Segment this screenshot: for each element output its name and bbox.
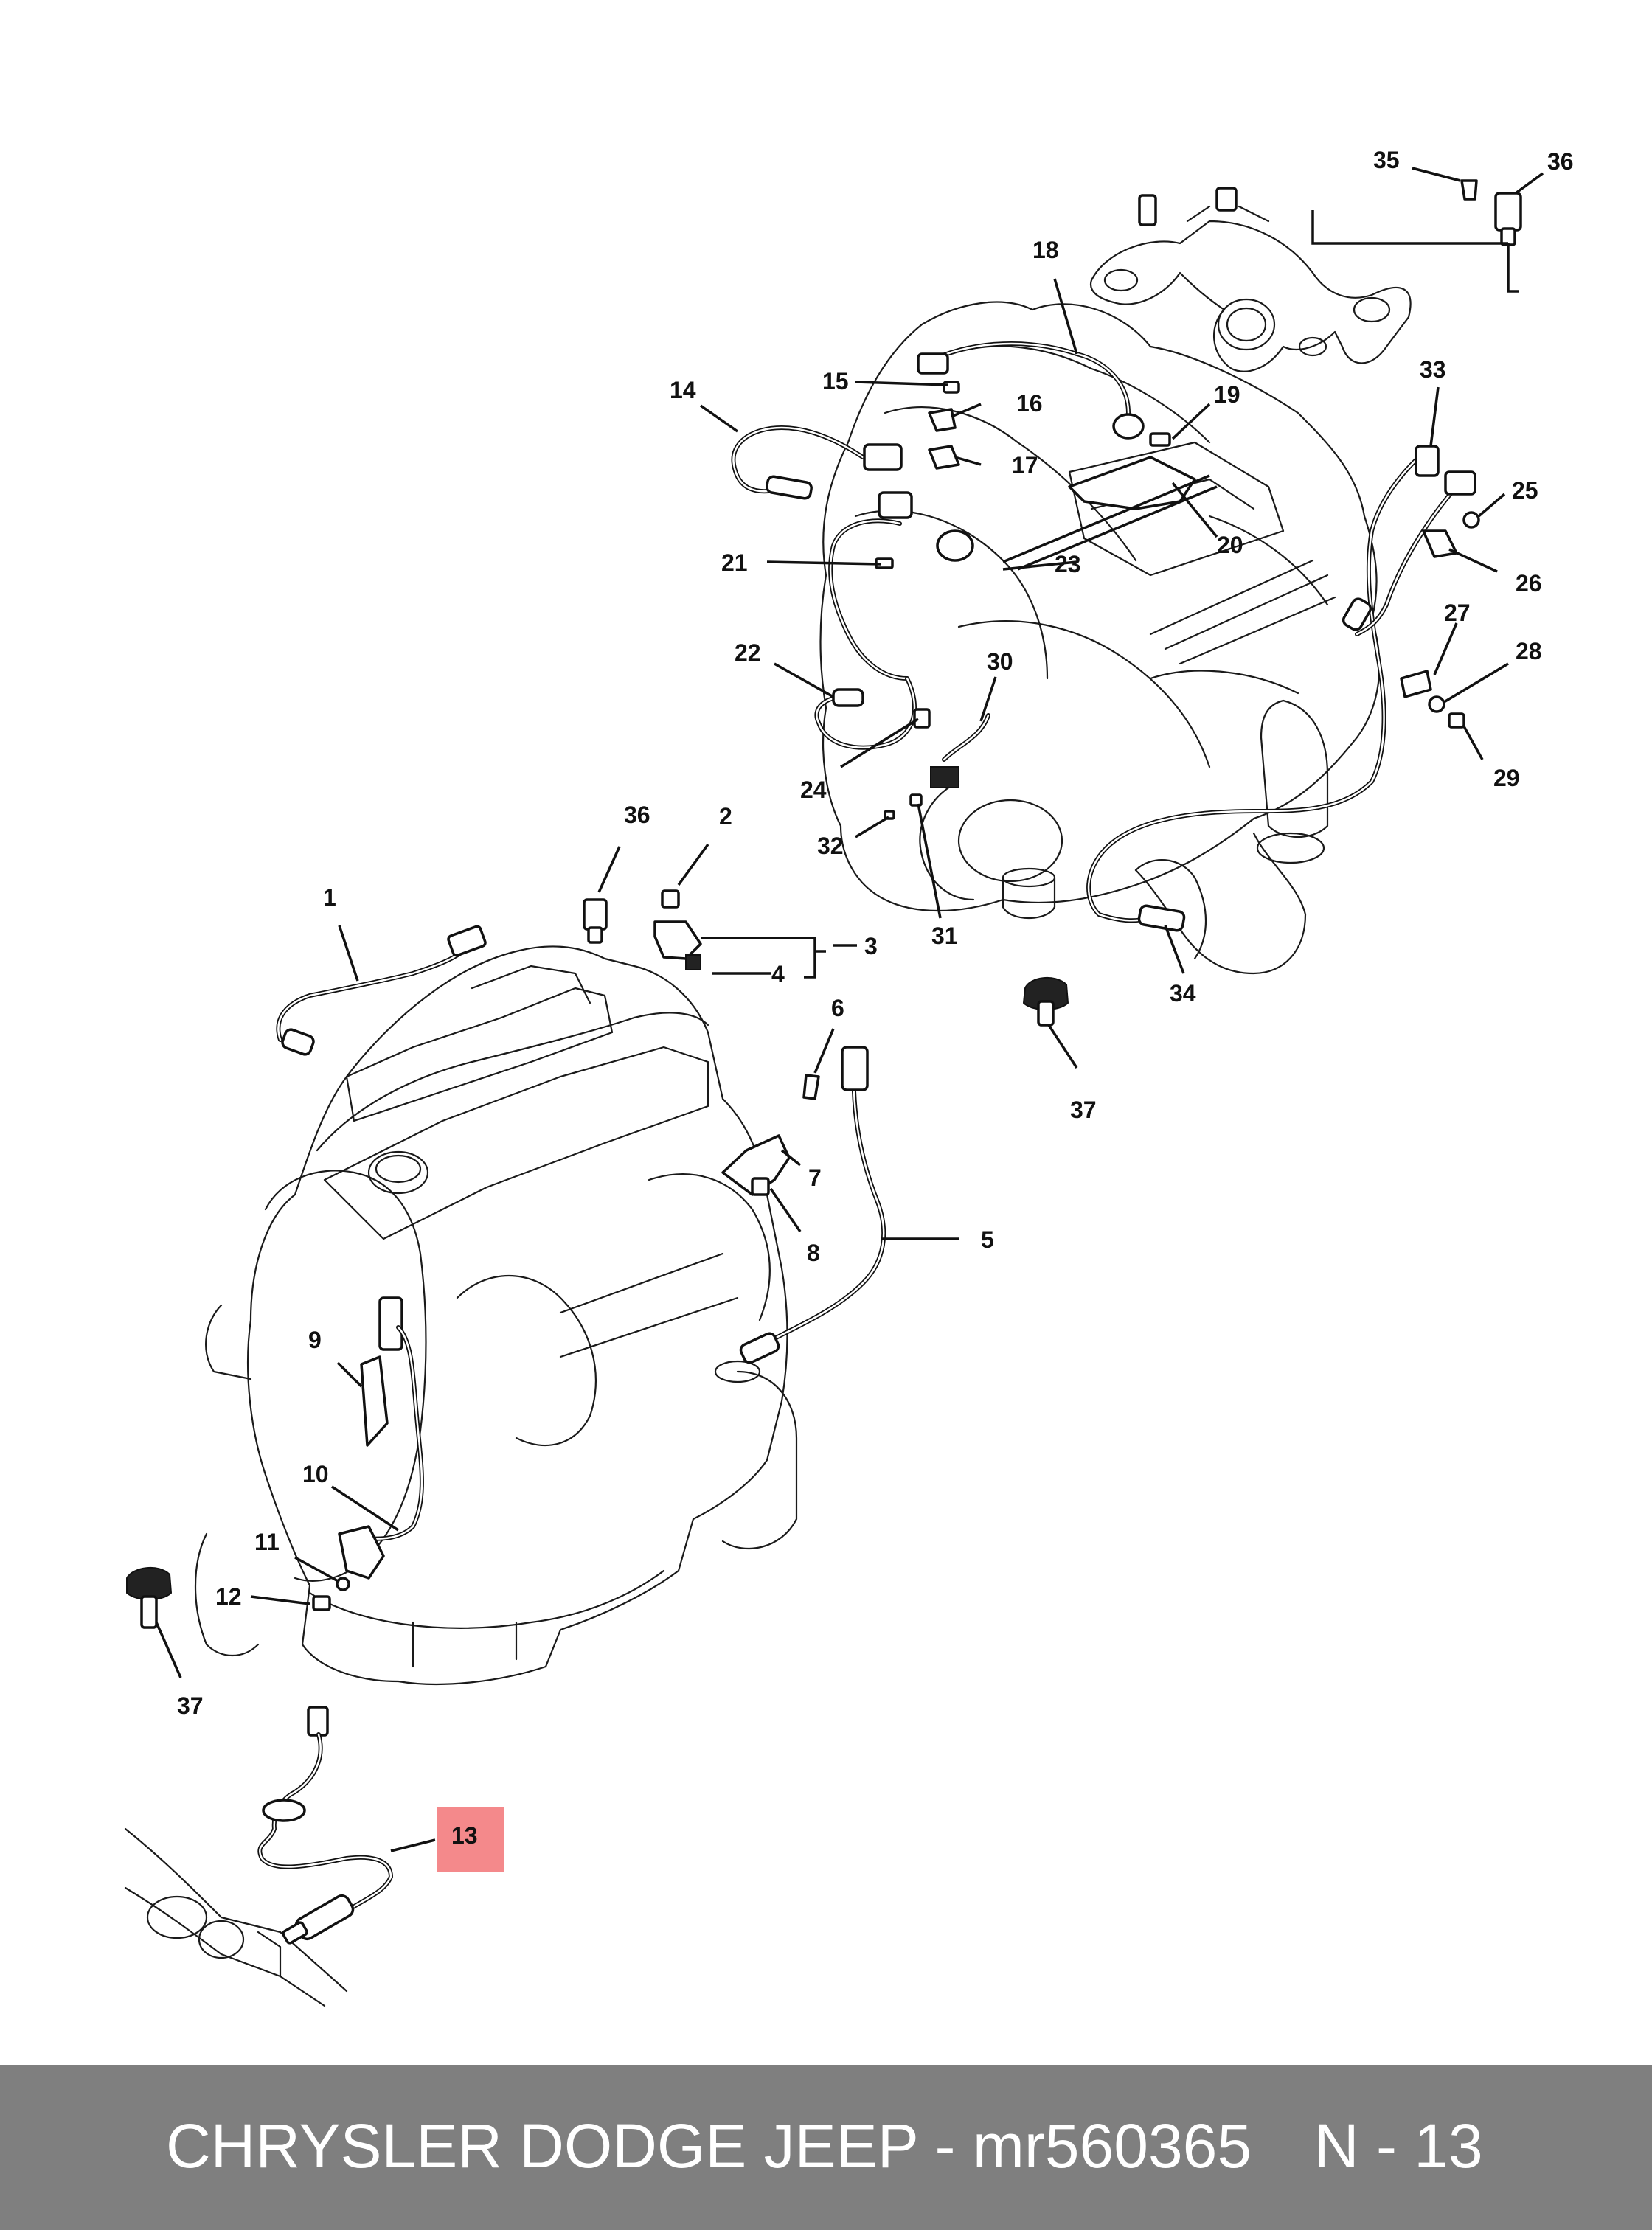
upper-intake-elbow (1089, 187, 1412, 372)
footer-title: CHRYSLER DODGE JEEP - mr560365 (166, 2111, 1252, 2181)
callout-17: 17 (1012, 452, 1038, 479)
part-22-24-oxygen-sensor (814, 676, 931, 750)
callout-24: 24 (800, 777, 827, 803)
part-30-31-32-sensor (884, 713, 990, 820)
callout-31: 31 (931, 923, 958, 949)
part-9-10-crank-sensor (338, 1296, 424, 1580)
part-11-12-bolts (312, 1577, 350, 1611)
footer-bar (0, 2065, 1652, 2230)
part-33-34-oxygen-sensor (1086, 445, 1476, 932)
callout-28: 28 (1516, 638, 1542, 664)
part-5-6-sensor (739, 1046, 886, 1364)
callout-21: 21 (721, 549, 748, 576)
callout-9: 9 (308, 1327, 322, 1353)
part-35-36-sensors-top (1460, 179, 1522, 246)
part-2-3-4-sensor (653, 889, 702, 970)
callout-20: 20 (1217, 532, 1243, 558)
callout-3: 3 (864, 933, 878, 959)
callout-22: 22 (735, 639, 761, 666)
callout-8: 8 (807, 1240, 820, 1266)
part-15-16-17-clips (928, 381, 960, 470)
callout-32: 32 (817, 833, 844, 859)
part-37-knock-sensor-right (1022, 976, 1069, 1027)
parts-diagram: 1 2 3 4 5 6 7 8 9 10 11 12 13 14 15 16 1… (124, 147, 1574, 2007)
callout-33: 33 (1420, 356, 1446, 383)
callout-26: 26 (1516, 570, 1542, 597)
callout-14: 14 (670, 377, 696, 403)
part-14-oxygen-sensor (731, 425, 903, 500)
callout-36-left: 36 (624, 802, 650, 828)
callout-labels: 1 2 3 4 5 6 7 8 9 10 11 12 13 14 15 16 1… (177, 147, 1574, 1849)
part-25-29-small-parts (1400, 511, 1480, 729)
part-36-sensor-left (583, 898, 608, 944)
callout-7: 7 (808, 1164, 822, 1191)
callout-13: 13 (451, 1822, 478, 1849)
callout-19: 19 (1214, 381, 1240, 408)
callout-5: 5 (981, 1226, 994, 1253)
callout-37-right: 37 (1070, 1097, 1097, 1123)
callout-35: 35 (1373, 147, 1400, 173)
part-19-20-bracket (1068, 432, 1196, 510)
callout-12: 12 (215, 1583, 242, 1610)
part-1-oxygen-sensor (276, 925, 487, 1056)
callout-27: 27 (1444, 600, 1471, 626)
callout-29: 29 (1493, 765, 1520, 791)
callout-25: 25 (1512, 477, 1538, 504)
part-21-23-sensor (828, 491, 974, 681)
v6-engine-drawing (819, 301, 1381, 975)
callout-10: 10 (302, 1461, 329, 1487)
part-18-sensor-harness (917, 341, 1145, 440)
callout-18: 18 (1032, 237, 1059, 263)
i4-engine-drawing (194, 945, 798, 1686)
callout-15: 15 (822, 368, 849, 395)
callout-36-top: 36 (1547, 148, 1574, 175)
part-7-8-bracket (721, 1134, 791, 1196)
callout-11: 11 (254, 1529, 280, 1555)
callout-34: 34 (1170, 980, 1196, 1007)
callout-16: 16 (1016, 390, 1043, 417)
callout-1: 1 (323, 884, 336, 911)
callout-30: 30 (987, 648, 1013, 675)
callout-4: 4 (771, 961, 785, 987)
callout-6: 6 (831, 995, 844, 1021)
exhaust-pipe-lower-left (124, 1827, 348, 2007)
callout-37-left: 37 (177, 1692, 204, 1719)
callout-brackets (701, 210, 1519, 979)
callout-leaders (155, 167, 1544, 1852)
callout-2: 2 (719, 803, 732, 830)
footer-page-number: N - 13 (1314, 2111, 1483, 2181)
part-13-oxygen-sensor (257, 1706, 393, 1945)
callout-23: 23 (1055, 551, 1081, 577)
highlight-box-13 (437, 1807, 504, 1872)
part-37-knock-sensor-left (126, 1566, 173, 1629)
